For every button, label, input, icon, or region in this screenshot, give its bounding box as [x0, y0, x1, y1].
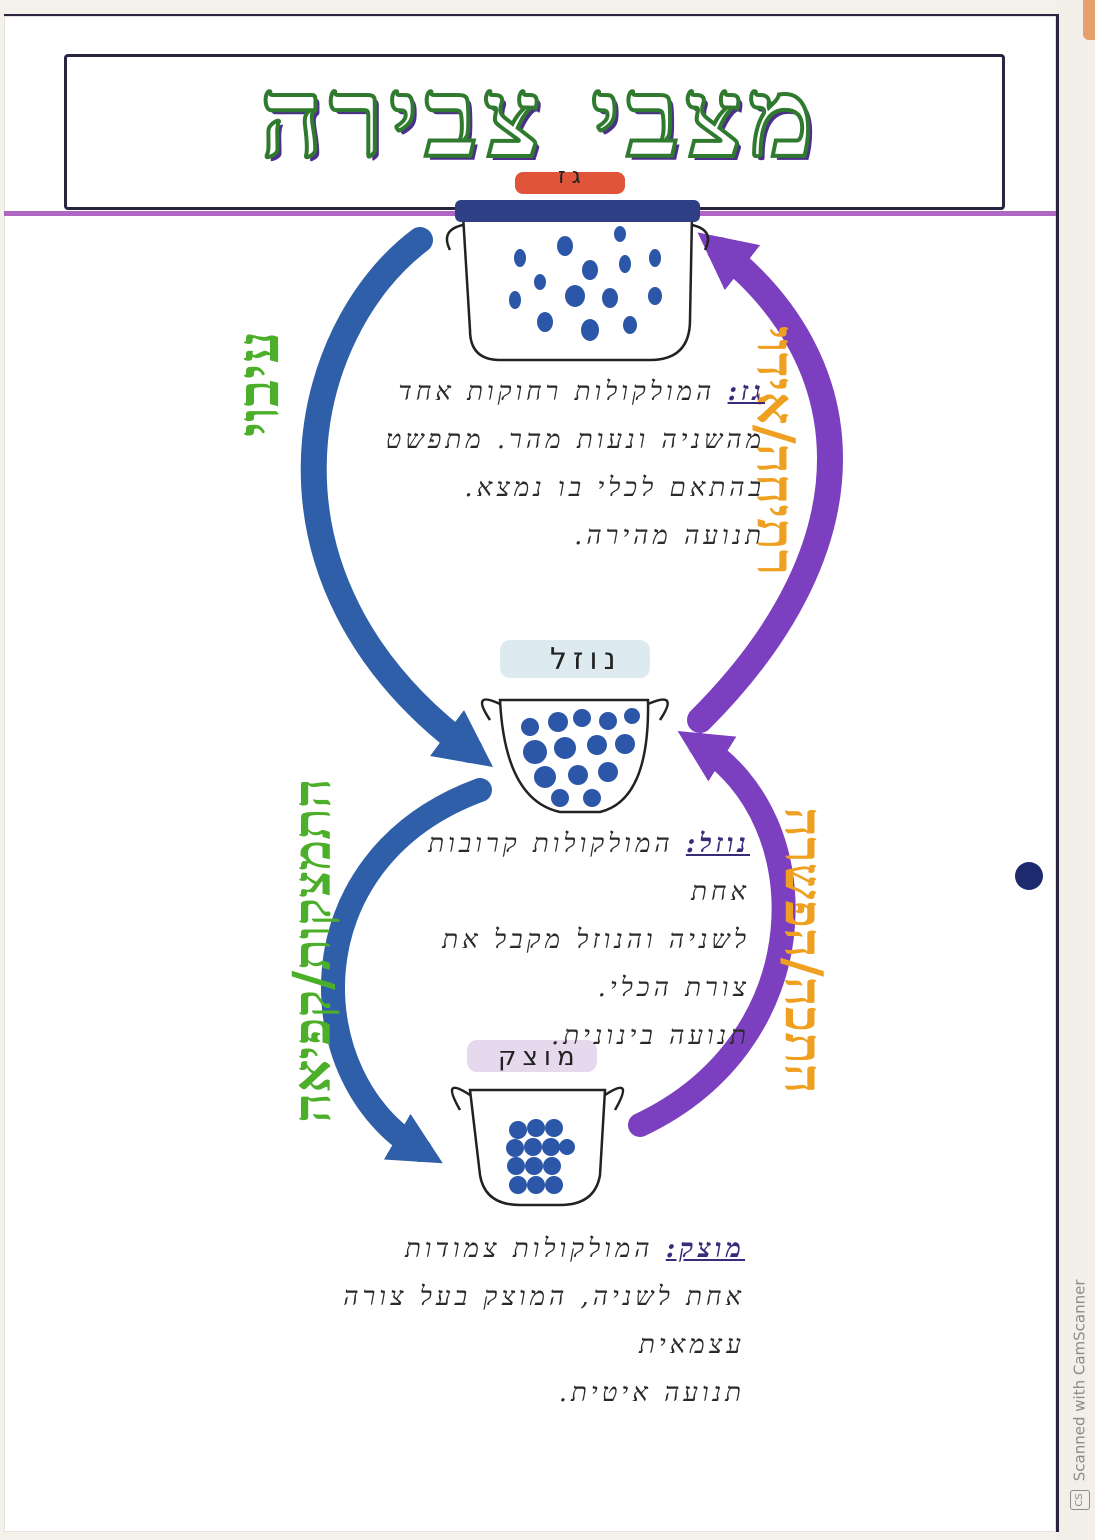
freezing-label: התמצקות/קפיאה — [281, 778, 343, 1123]
gas-note-lead: גז: — [727, 377, 765, 407]
solid-molecules-icon — [506, 1119, 575, 1194]
solid-note-line: אחת לשניה, המוצק בעל צורה — [343, 1282, 745, 1312]
gas-molecules-icon — [509, 226, 662, 341]
arrow-liquid-to-gas-icon — [687, 232, 843, 733]
solid-label: מוצק — [498, 1042, 581, 1072]
solid-note-line: המולקולות צמודות — [404, 1234, 654, 1264]
liquid-note-lead: נוזל: — [685, 829, 750, 859]
gas-label: גז — [558, 164, 587, 189]
solid-note-line: עצמאית — [638, 1330, 745, 1360]
solid-note-lead: מוצק: — [665, 1234, 745, 1264]
arrow-liquid-to-solid-icon — [320, 778, 492, 1164]
gas-note-line: בהתאם לכלי בו נמצא. — [464, 473, 765, 503]
melting-label: התכה/הפשרה — [772, 807, 834, 1094]
liquid-note-line: המולקולות קרובות אחת — [428, 829, 750, 907]
gas-note: גז: המולקולות רחוקות אחד מהשניה ונעות מה… — [385, 368, 765, 560]
liquid-note-line: צורת הכלי. — [597, 973, 750, 1003]
gas-note-line: המולקולות רחוקות אחד — [398, 377, 716, 407]
binder-hole-icon — [1015, 862, 1043, 890]
arrow-solid-to-liquid-icon — [628, 730, 796, 1137]
page-edge — [1056, 0, 1095, 1540]
liquid-label: נוזל — [550, 642, 622, 677]
gas-note-line: תנועה מהירה. — [574, 521, 765, 551]
scanner-text: Scanned with CamScanner — [1070, 1279, 1089, 1482]
page-title: מצבי צבירה — [258, 51, 820, 184]
scanner-watermark: CS Scanned with CamScanner — [1070, 1279, 1090, 1510]
liquid-note: נוזל: המולקולות קרובות אחת לשניה והנוזל … — [380, 820, 750, 1060]
camscanner-logo-icon: CS — [1070, 1490, 1090, 1510]
gas-pot-icon — [445, 172, 710, 362]
liquid-pot-icon — [480, 640, 669, 814]
liquid-note-line: תנועה בינונית. — [550, 1021, 750, 1051]
arrow-gas-to-liquid-icon — [300, 227, 493, 768]
solid-note-line: תנועה איטית. — [558, 1378, 745, 1408]
corner-tab — [1083, 0, 1095, 40]
liquid-molecules-icon — [521, 708, 640, 807]
solid-note: מוצק: המולקולות צמודות אחת לשניה, המוצק … — [285, 1225, 745, 1417]
solid-pot-icon — [450, 1040, 625, 1207]
gas-note-line: מהשניה ונעות מהר. מתפשט — [385, 425, 765, 455]
liquid-note-line: לשניה והנוזל מקבל את — [442, 925, 750, 955]
condensation-label: עיבוי — [224, 330, 293, 438]
